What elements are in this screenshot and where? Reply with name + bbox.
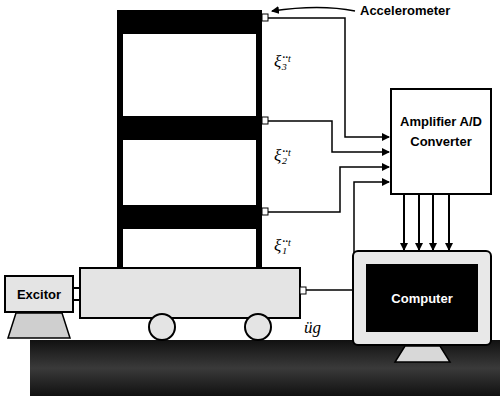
data-arrow	[432, 195, 434, 250]
excitor-box: Excitor	[4, 275, 74, 313]
node-text: Excitor	[17, 287, 61, 302]
link-rod	[73, 299, 80, 301]
signal-name: ξ̈₃ᵗ	[274, 52, 290, 72]
shake-table	[80, 268, 300, 318]
floor-slab	[117, 116, 262, 140]
excitor-stand	[8, 313, 70, 338]
floor-slab	[117, 205, 262, 229]
node-text: Computer	[391, 291, 452, 306]
signal-wire	[268, 167, 389, 212]
floor-slab	[117, 10, 262, 34]
monitor-stand	[395, 346, 450, 362]
link-rod	[73, 287, 80, 289]
sensor	[262, 14, 268, 21]
data-arrow	[403, 195, 405, 250]
leader-line	[272, 8, 355, 12]
computer-monitor: Computer	[352, 250, 492, 346]
sensor	[262, 117, 268, 124]
signal-wire	[268, 18, 389, 137]
signal-name: üg	[304, 318, 321, 338]
data-arrow	[448, 195, 450, 250]
callout-label: Accelerometer	[360, 3, 450, 18]
monitor-screen: Computer	[366, 264, 478, 332]
node-text: Amplifier A/D Converter	[398, 112, 484, 152]
signal-name: ξ̈₂ᵗ	[274, 146, 290, 166]
wheel	[245, 314, 271, 340]
data-arrow	[418, 195, 420, 250]
signal-name: ξ̈₁ᵗ	[274, 236, 290, 256]
amplifier-box: Amplifier A/D Converter	[390, 88, 492, 195]
sensor	[300, 287, 306, 294]
ground	[30, 340, 500, 396]
wheel	[149, 314, 175, 340]
sensor	[262, 208, 268, 215]
